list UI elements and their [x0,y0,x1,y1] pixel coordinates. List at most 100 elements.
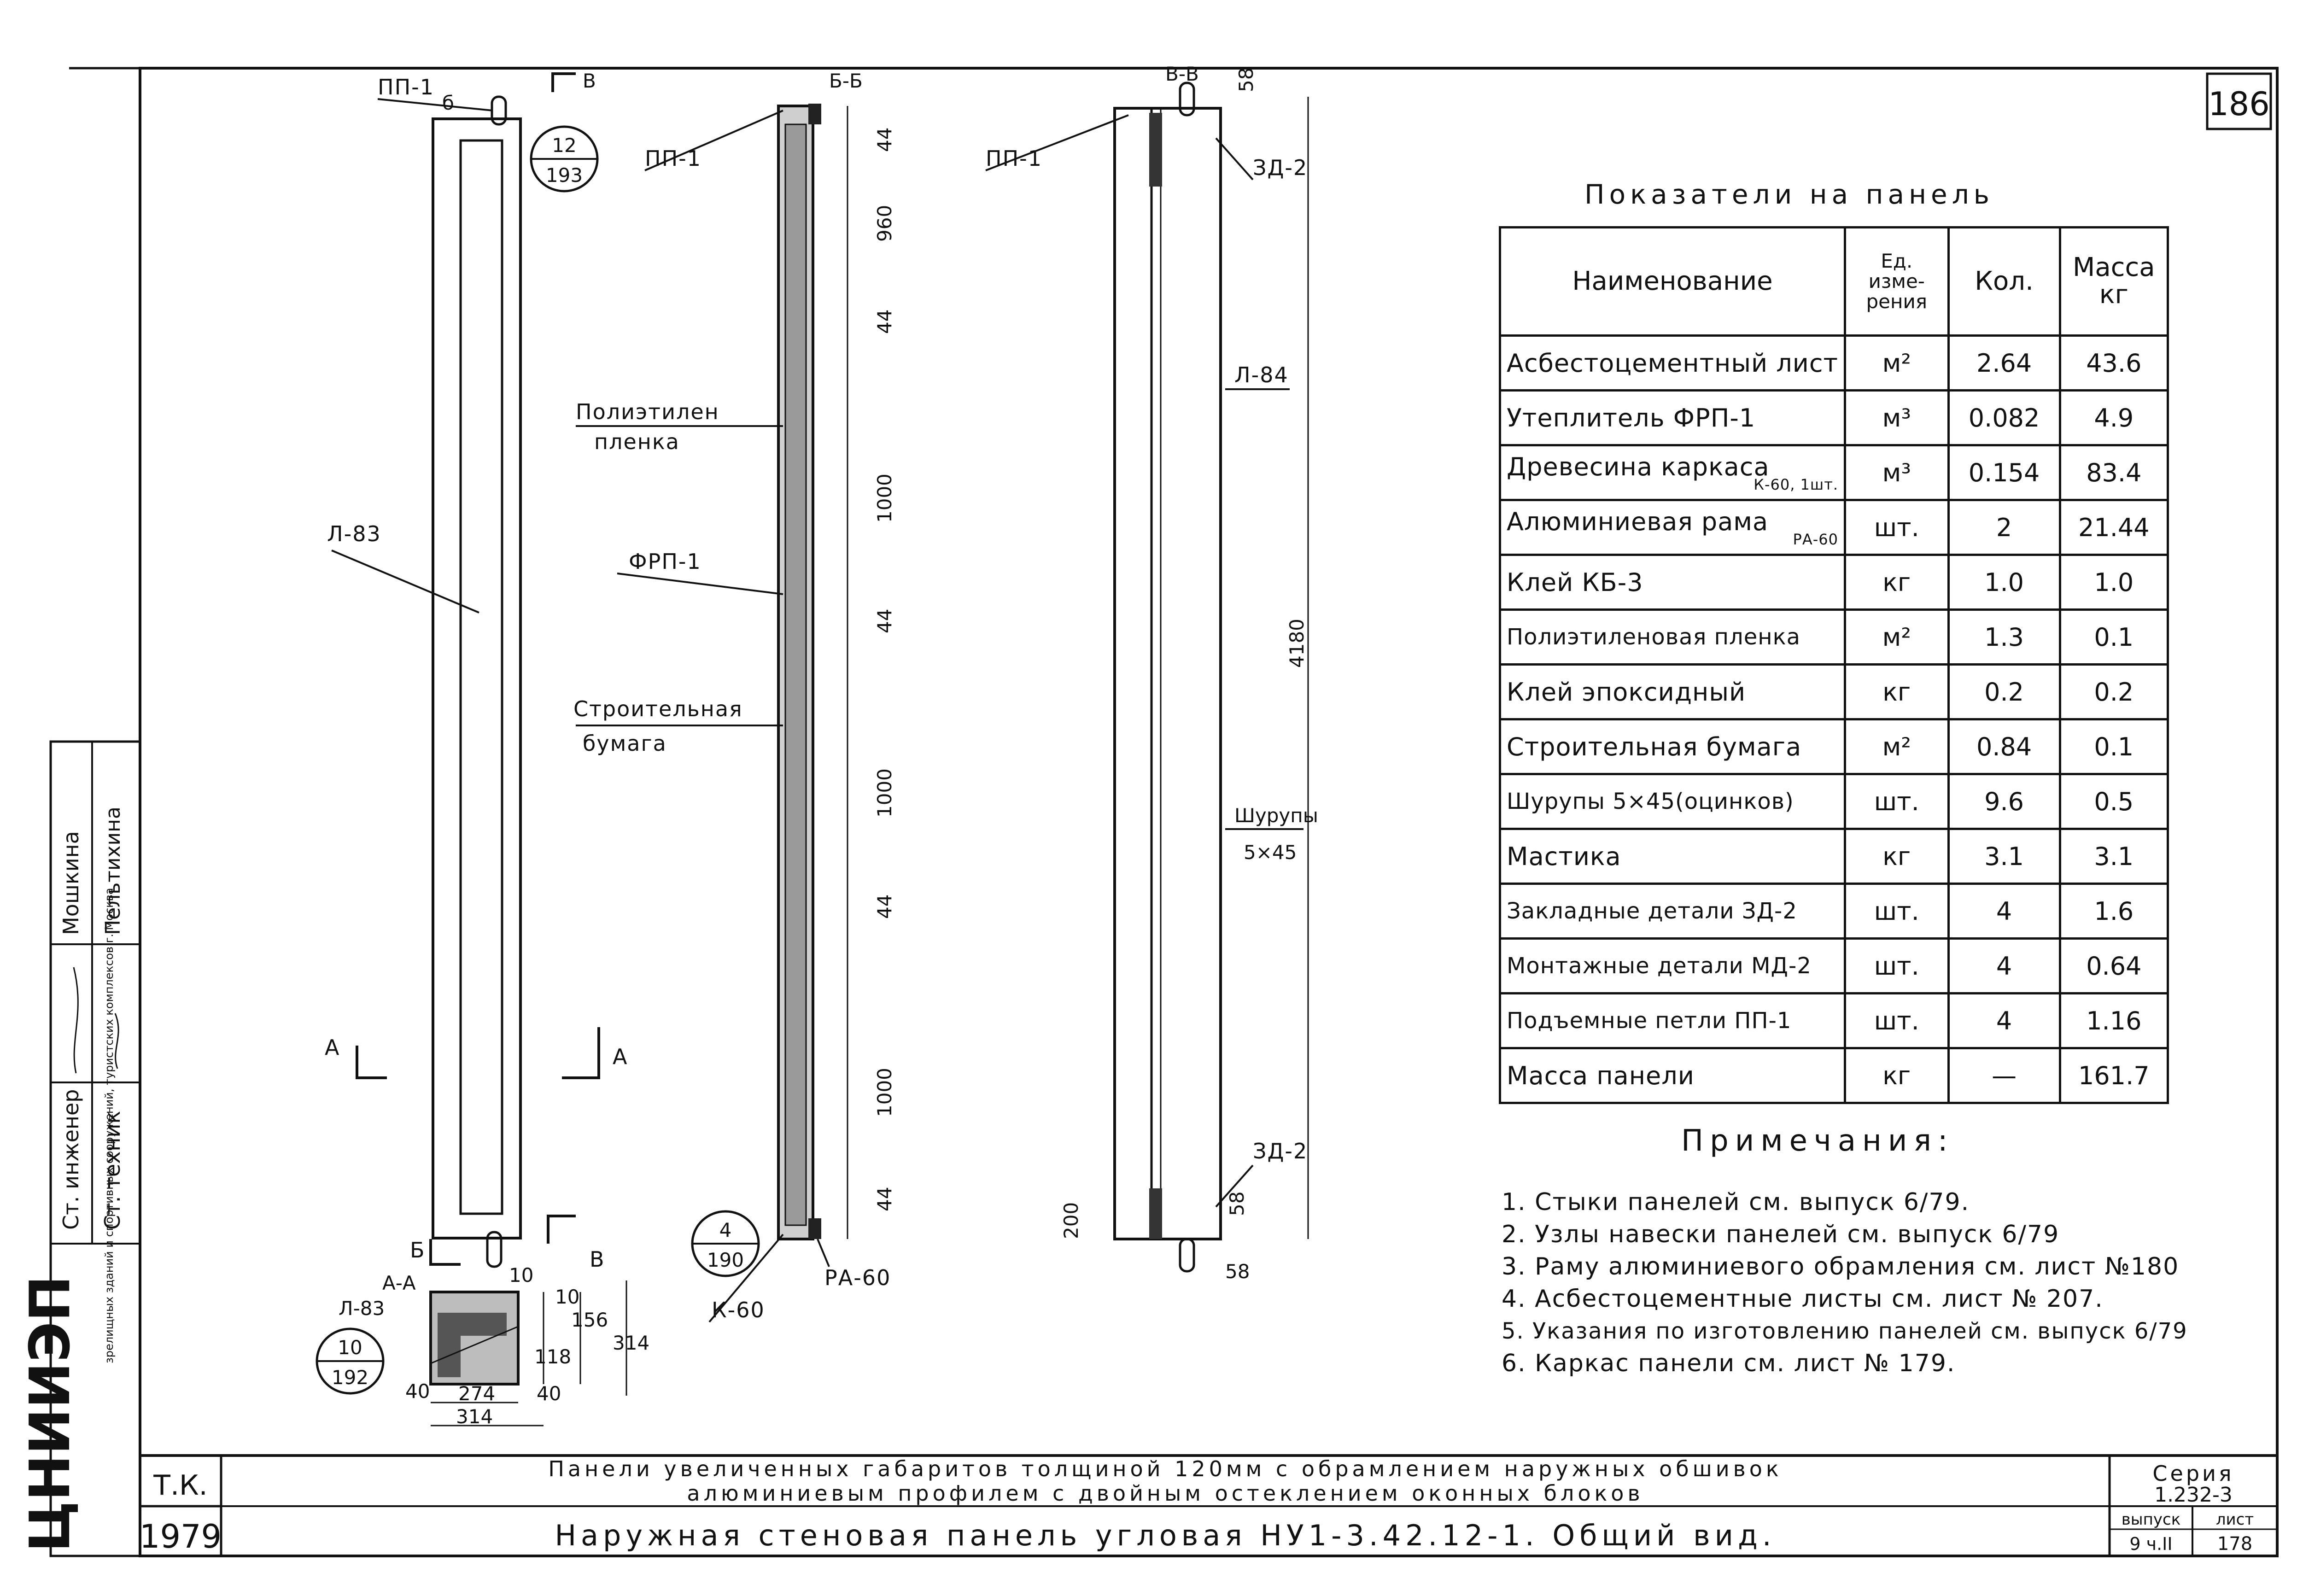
side-stamp: Ст. инженер Ст. техник Мошкина Пельтихин… [18,740,141,1557]
section-a-left-mark [356,1046,387,1079]
tb-line2: алюминиевым профилем с двойным остеклени… [687,1481,1643,1506]
bb-frame-leader [708,1234,784,1323]
tb-issue-label: выпуск [2122,1510,2180,1529]
cell-qty: 4 [1947,883,2061,940]
section-a-left: А [325,1035,340,1060]
cell-unit: кг [1844,828,1950,885]
section-a-right: А [613,1044,628,1069]
front-panel-outline [432,117,522,1239]
tb-tk: Т.К. [153,1469,207,1502]
table-header-row: Наименование Ед. изме- рения Кол. Масса … [1499,226,2169,337]
section-bb-ra-top [808,104,821,124]
cell-qty: — [1947,1047,2061,1104]
bb-frp-leader [617,573,783,595]
cell-unit: м³ [1844,389,1950,446]
stamp-org: ЦНИИЭП [18,1275,82,1552]
front-loop-label: ПП-1 [378,75,434,99]
bb-label-paper-1: Строительная [573,696,743,721]
stamp-role-2: Ст. техник [100,1111,125,1230]
bubble-top-num: 12 [552,134,576,157]
cell-qty: 1.0 [1947,554,2061,611]
cell-unit: м² [1844,718,1950,775]
bubble-bottom-num: 10 [338,1336,362,1359]
bb-dim-44-5: 44 [873,1187,896,1211]
note-item: 4. Асбестоцементные листы см. лист № 207… [1502,1285,2104,1313]
section-bb-view: Б-Б ПП-1 Полиэтилен пленка ФРП-1 Строите… [573,70,896,1323]
cell-unit: шт. [1844,992,1950,1049]
vv-top-loop [1179,82,1195,117]
cell-qty: 1.3 [1947,608,2061,666]
vv-top-dim: 58 [1235,68,1257,92]
cell-mass: 83.4 [2058,444,2169,501]
cell-qty: 4 [1947,992,2061,1049]
vv-zd-bottom: ЗД-2 [1253,1139,1308,1163]
bb-label-paper-2: бумага [583,731,667,756]
tb-sheet-label: лист [2216,1510,2254,1529]
bb-loop-leader [644,110,783,171]
cell-qty: 0.84 [1947,718,2061,775]
stamp-role-1: Ст. инженер [58,1089,83,1230]
section-b-bottom-left: Б [410,1238,426,1263]
signature-2 [114,1013,119,1069]
signature-1 [73,967,79,1074]
cell-mass: 1.0 [2058,554,2169,611]
cell-qty: 0.154 [1947,444,2061,501]
notes-title: Примечания: [1681,1124,1954,1158]
note-item: 5. Указания по изготовлению панелей см. … [1502,1318,2188,1344]
aa-dim-314v: 314 [613,1332,649,1354]
section-vv-title: В-В [1165,63,1199,85]
bb-label-polyethylene-2: пленка [594,429,680,454]
bb-dim-1000-3: 1000 [873,1068,896,1117]
cell-mass: 21.44 [2058,499,2169,556]
cell-qty: 4 [1947,937,2061,994]
vv-bottom-loop [1179,1238,1195,1273]
aa-dim-40b: 40 [405,1380,430,1403]
cell-mass: 43.6 [2058,334,2169,392]
cell-mass: 0.5 [2058,773,2169,830]
aa-dim-314h: 314 [456,1405,493,1428]
tb-year: 1979 [140,1518,222,1555]
col-mass-header: Масса кг [2058,226,2169,337]
cell-name: Древесина каркаса [1507,452,1770,481]
col-unit-header: Ед. изме- рения [1844,226,1950,337]
sheet-number-box [2206,72,2272,130]
section-a-right-mark [562,1027,600,1079]
front-profile-label: Л-83 [327,521,381,546]
cell-mass: 0.1 [2058,608,2169,666]
cell-unit: м² [1844,608,1950,666]
vv-screws-2: 5×45 [1244,841,1297,864]
cell-mass: 1.6 [2058,883,2169,940]
note-item: 2. Узлы навески панелей см. выпуск 6/79 [1502,1221,2060,1248]
cell-unit: м² [1844,334,1950,392]
aa-dim-10b: 10 [555,1286,579,1308]
notes-list: 1. Стыки панелей см. выпуск 6/79. 2. Узл… [1502,1186,2188,1380]
cell-unit: кг [1844,663,1950,720]
cell-qty: 0.2 [1947,663,2061,720]
vv-zd-top-leader [1215,137,1254,181]
cell-unit: шт. [1844,499,1950,556]
section-b-bottom-right: В [590,1247,605,1272]
section-v-top-mark [551,72,576,92]
cell-name: Клей КБ-3 [1499,554,1846,611]
section-aa-hatch [430,1326,519,1364]
cell-unit: шт. [1844,883,1950,940]
indicators-table: Наименование Ед. изме- рения Кол. Масса … [1499,226,2169,1104]
section-bb-title: Б-Б [829,70,863,92]
vv-screws-1: Шурупы [1234,804,1318,827]
bubble-bottom-den: 192 [332,1366,368,1389]
vv-dim-58-v: 58 [1226,1192,1248,1216]
section-b-top-right: В [583,70,596,92]
section-vv-view: В-В ПП-1 58 ЗД-2 Л-84 4180 Шурупы 5×45 З… [985,63,1318,1283]
